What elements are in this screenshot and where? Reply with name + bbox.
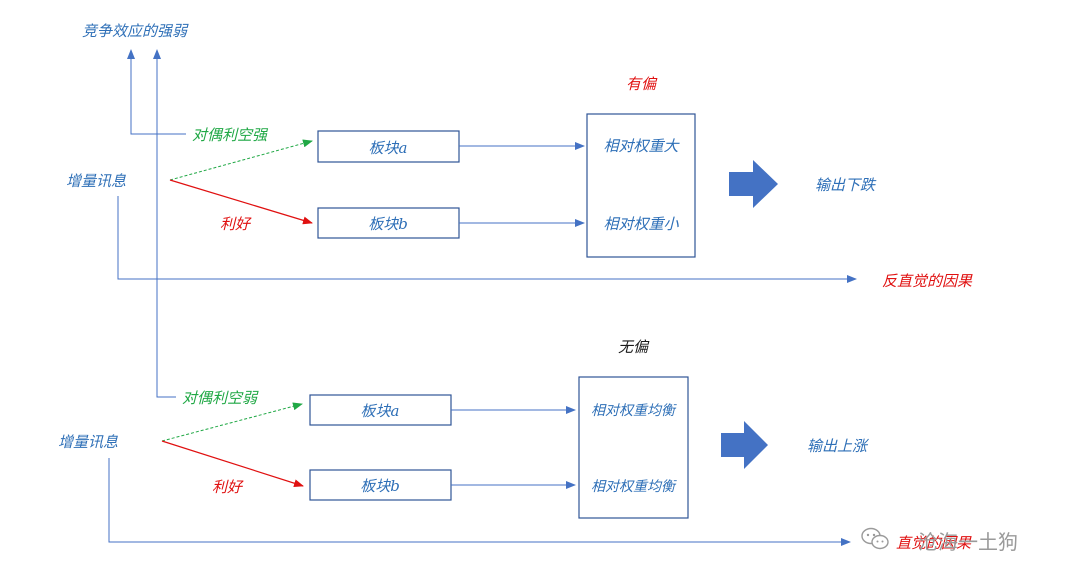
- lower-bias-label: 无偏: [618, 338, 650, 356]
- upper-bottom-arrow: [117, 196, 857, 283]
- upper-weight-box: [586, 113, 696, 258]
- upper-box-a-label: 板块a: [369, 139, 408, 157]
- upper-output-label: 输出下跌: [815, 176, 877, 194]
- lower-box-a: [309, 394, 452, 426]
- upper-branch-green-label: 对偶利空强: [192, 126, 269, 144]
- upper-weight-top: 相对权重大: [603, 137, 680, 155]
- lower-box-a-label: 板块a: [361, 402, 400, 420]
- upper-source-label: 增量讯息: [66, 172, 126, 190]
- lower-bottom-arrow: [108, 458, 851, 546]
- lower-branch-red-label: 利好: [212, 478, 244, 496]
- lower-box-b: [309, 469, 452, 501]
- lower-box-b-label: 板块b: [360, 477, 400, 495]
- lower-weight-top: 相对权重均衡: [591, 403, 677, 419]
- watermark: 沧海一土狗: [861, 527, 1018, 554]
- lower-branch-red-arrow: [161, 440, 304, 488]
- upper-branch-red-label: 利好: [220, 215, 252, 233]
- lower-branch-green-arrow: [161, 402, 303, 442]
- upper-bottom-arrow-label: 反直觉的因果: [882, 272, 973, 290]
- upper-box-b-label: 板块b: [368, 215, 408, 233]
- upper-weight-bottom: 相对权重小: [603, 215, 679, 233]
- wechat-icon: [861, 527, 889, 550]
- lower-output-label: 输出上涨: [807, 437, 869, 455]
- lower-output-arrow: [721, 421, 768, 469]
- watermark-text: 沧海一土狗: [918, 530, 1018, 554]
- upper-bias-label: 有偏: [626, 75, 658, 93]
- lower-weight-bottom: 相对权重均衡: [591, 479, 677, 495]
- connector-lower-to-top: [153, 49, 176, 398]
- lower-bottom-arrow-label: 直觉的因果: [896, 534, 972, 552]
- connector-upper-to-top: [127, 49, 186, 135]
- upper-branch-green-arrow: [169, 139, 313, 181]
- lower-source-label: 增量讯息: [58, 433, 118, 451]
- lower-weight-box: [578, 376, 689, 519]
- upper-box-b: [317, 207, 460, 239]
- upper-output-arrow: [729, 160, 778, 208]
- top-label: 竞争效应的强弱: [82, 22, 189, 40]
- upper-branch-red-arrow: [169, 179, 313, 225]
- lower-branch-green-label: 对偶利空弱: [182, 389, 259, 407]
